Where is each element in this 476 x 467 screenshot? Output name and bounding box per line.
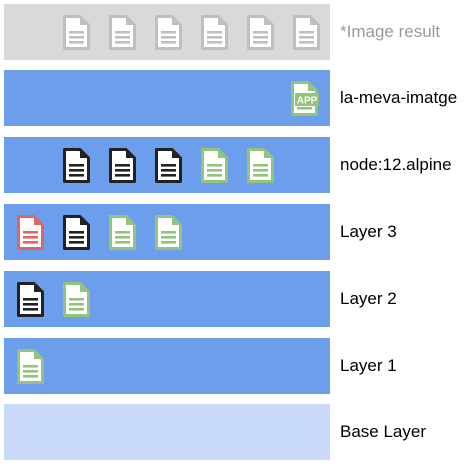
layer-band-la-meva-imatge: APP — [4, 70, 330, 126]
layer-label-la-meva-imatge: la-meva-imatge — [340, 88, 458, 107]
layer-band-layer-2 — [4, 271, 330, 327]
green-file-icon — [16, 348, 45, 385]
layer-band-node-12-alpine — [4, 137, 330, 193]
green-file-icon — [62, 281, 91, 318]
green-file-icon — [246, 147, 275, 184]
green-file-icon — [200, 147, 229, 184]
gray-file-icon — [292, 14, 321, 51]
layer-label-image-result: *Image result — [340, 22, 441, 41]
layer-band-layer-1 — [4, 338, 330, 394]
black-file-icon — [62, 214, 91, 251]
black-file-icon — [154, 147, 183, 184]
layer-band-layer-3 — [4, 204, 330, 260]
layer-label-base-layer: Base Layer — [340, 422, 426, 441]
green-file-icon — [108, 214, 137, 251]
layer-label-layer-3: Layer 3 — [340, 222, 397, 241]
black-file-icon — [16, 281, 45, 318]
layer-band-base-layer — [4, 404, 330, 460]
app-badge-text: APP — [297, 96, 318, 107]
layer-band-image-result — [4, 4, 330, 60]
gray-file-icon — [108, 14, 137, 51]
app-file-icon: APP — [290, 80, 319, 117]
gray-file-icon — [62, 14, 91, 51]
gray-file-icon — [154, 14, 183, 51]
layer-label-node-12-alpine: node:12.alpine — [340, 155, 452, 174]
green-file-icon — [154, 214, 183, 251]
gray-file-icon — [246, 14, 275, 51]
black-file-icon — [62, 147, 91, 184]
red-file-icon — [16, 214, 45, 251]
layer-label-layer-2: Layer 2 — [340, 289, 397, 308]
black-file-icon — [108, 147, 137, 184]
gray-file-icon — [200, 14, 229, 51]
layer-label-layer-1: Layer 1 — [340, 356, 397, 375]
